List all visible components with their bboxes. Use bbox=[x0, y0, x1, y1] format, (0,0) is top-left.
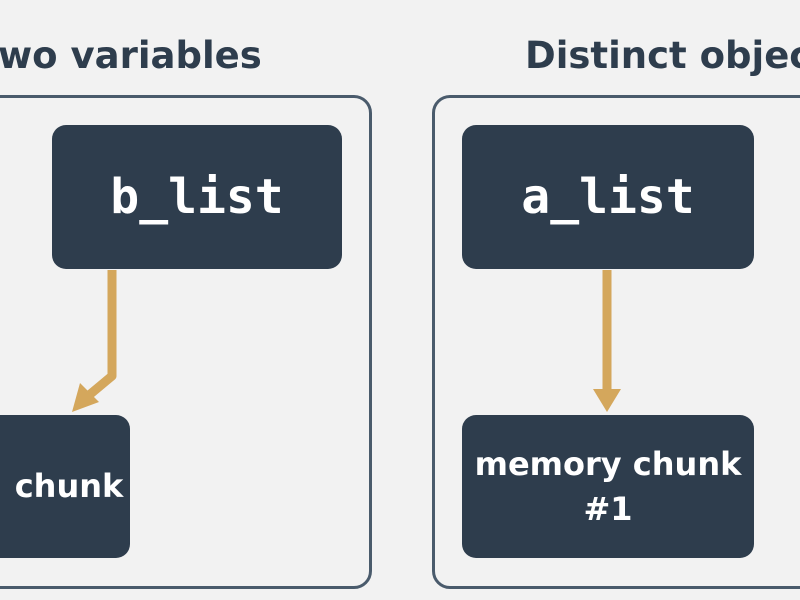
memory-chunk-label-left: chunk bbox=[14, 467, 124, 506]
left-panel-title: wo variables bbox=[0, 34, 262, 77]
memory-chunk-box-left: chunk bbox=[0, 415, 130, 558]
arrow-a-list-to-chunk bbox=[593, 270, 621, 412]
memory-chunk-box-right: memory chunk #1 bbox=[462, 415, 754, 558]
arrow-b-list-to-chunk bbox=[72, 270, 117, 412]
variable-box-b-list: b_list bbox=[52, 125, 342, 269]
right-panel bbox=[432, 95, 800, 589]
right-panel-title: Distinct object bbox=[525, 34, 800, 77]
variable-box-a-list: a_list bbox=[462, 125, 754, 269]
left-panel bbox=[0, 95, 372, 589]
variable-label-a-list: a_list bbox=[521, 169, 695, 225]
memory-chunk-label-right-line2: #1 bbox=[583, 489, 633, 528]
memory-chunk-label-right-line1: memory chunk bbox=[474, 444, 742, 483]
variable-label-b-list: b_list bbox=[110, 169, 284, 225]
